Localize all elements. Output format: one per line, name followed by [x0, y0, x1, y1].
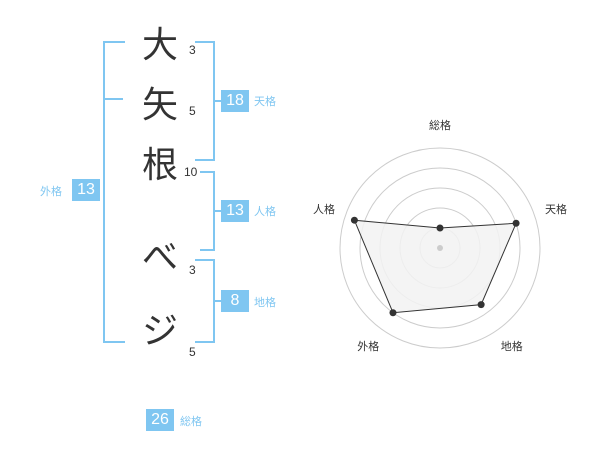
radar-axis-label-5: 人格: [312, 203, 335, 217]
soukaku-badge: 26: [146, 409, 174, 431]
stroke-count-3: 10: [184, 165, 198, 179]
radar-point-3: [477, 301, 485, 309]
tenkaku-badge: 18: [221, 90, 249, 112]
name-char-5: ジ: [141, 311, 178, 352]
radar-ring-3: [379, 187, 501, 309]
radar-axis-label-1: 総格: [429, 119, 451, 132]
tenkaku-label: 天格: [254, 95, 276, 108]
radar-ring-4: [359, 167, 521, 329]
gaikaku-badge: 13: [72, 179, 100, 201]
stroke-count-4: 3: [189, 263, 196, 277]
chikaku-label: 地格: [254, 296, 276, 309]
radar-ring-1: [419, 227, 461, 269]
name-char-2: 矢: [141, 85, 178, 126]
name-char-4: べ: [141, 237, 178, 278]
tenkaku-connector: [213, 100, 221, 102]
radar-point-4: [389, 309, 397, 317]
tenkaku-bracket: [195, 41, 215, 161]
jinkaku-badge: 13: [221, 200, 249, 222]
stroke-count-1: 3: [189, 43, 196, 57]
radar-point-5: [350, 216, 358, 224]
jinkaku-connector: [213, 210, 221, 212]
radar-center-dot: [437, 245, 443, 251]
radar-axis-label-3: 地格: [500, 339, 523, 353]
radar-ring-2: [399, 207, 481, 289]
radar-point-1: [436, 224, 444, 232]
soukaku-label: 総格: [180, 415, 202, 428]
stroke-count-2: 5: [189, 104, 196, 118]
chikaku-bracket: [195, 259, 215, 343]
gaikaku-bracket: [103, 41, 125, 343]
jinkaku-label: 人格: [254, 205, 276, 218]
name-char-1: 大: [141, 25, 178, 66]
radar-polygon: [353, 219, 517, 314]
radar-axis-label-2: 天格: [545, 203, 568, 217]
chikaku-connector: [213, 300, 221, 302]
radar-point-2: [512, 219, 520, 227]
gaikaku-label: 外格: [40, 185, 62, 198]
stroke-count-5: 5: [189, 345, 196, 359]
name-char-3: 根: [141, 145, 178, 186]
radar-ring-5: [339, 147, 541, 349]
radar-axis-label-4: 外格: [357, 339, 380, 353]
gaikaku-bracket-tick: [105, 98, 123, 100]
chikaku-badge: 8: [221, 290, 249, 312]
